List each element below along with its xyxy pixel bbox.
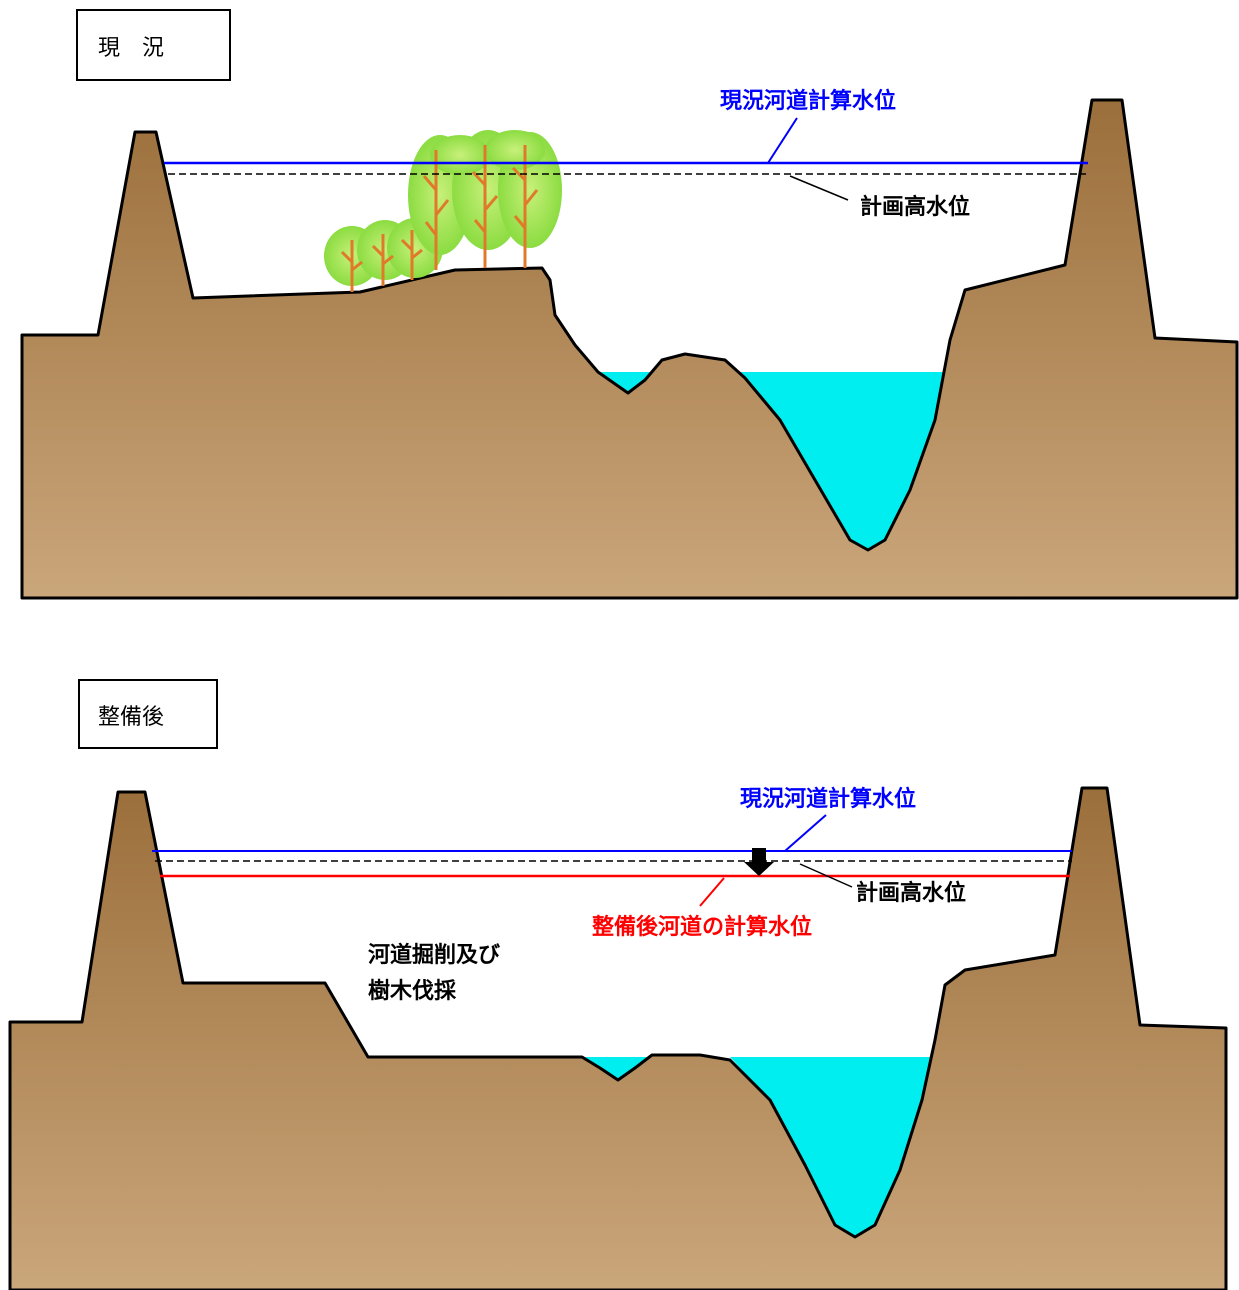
- bottom-planned-level-leader: [799, 863, 853, 888]
- bottom-title-box: [78, 679, 218, 749]
- top-ground: [20, 98, 1239, 600]
- bottom-work-label-line1: 河道掘削及び: [368, 942, 500, 968]
- top-title: 現 況: [98, 36, 164, 61]
- bottom-current-level-leader: [784, 814, 827, 852]
- bottom-main-channel-water: [730, 1057, 932, 1237]
- top-main-channel-water: [740, 372, 948, 550]
- top-planned-level-leader: [789, 175, 849, 201]
- bottom-panel: 整備後 現況河道計算水位 計画高水位 整備後河道の計算水位 河道掘削及び 樹木伐…: [8, 679, 1228, 1290]
- top-title-box: [76, 9, 231, 81]
- top-panel: 現 況 現況河: [20, 9, 1239, 600]
- top-current-water-level-label: 現況河道計算水位: [720, 88, 896, 114]
- bottom-work-label-line2: 樹木伐採: [368, 978, 457, 1004]
- top-trees-large: [408, 130, 562, 270]
- top-planned-high-water-label: 計画高水位: [860, 194, 970, 220]
- top-current-level-leader: [767, 117, 798, 164]
- bottom-lowering-arrow: [744, 848, 774, 876]
- bottom-improved-water-level-label: 整備後河道の計算水位: [592, 914, 812, 940]
- bottom-side-channel-water: [582, 1057, 652, 1080]
- bottom-planned-high-water-label: 計画高水位: [856, 880, 966, 906]
- bottom-ground: [8, 786, 1228, 1290]
- bottom-current-water-level-label: 現況河道計算水位: [740, 786, 916, 812]
- bottom-improved-level-leader: [699, 877, 725, 907]
- bottom-title: 整備後: [98, 705, 164, 730]
